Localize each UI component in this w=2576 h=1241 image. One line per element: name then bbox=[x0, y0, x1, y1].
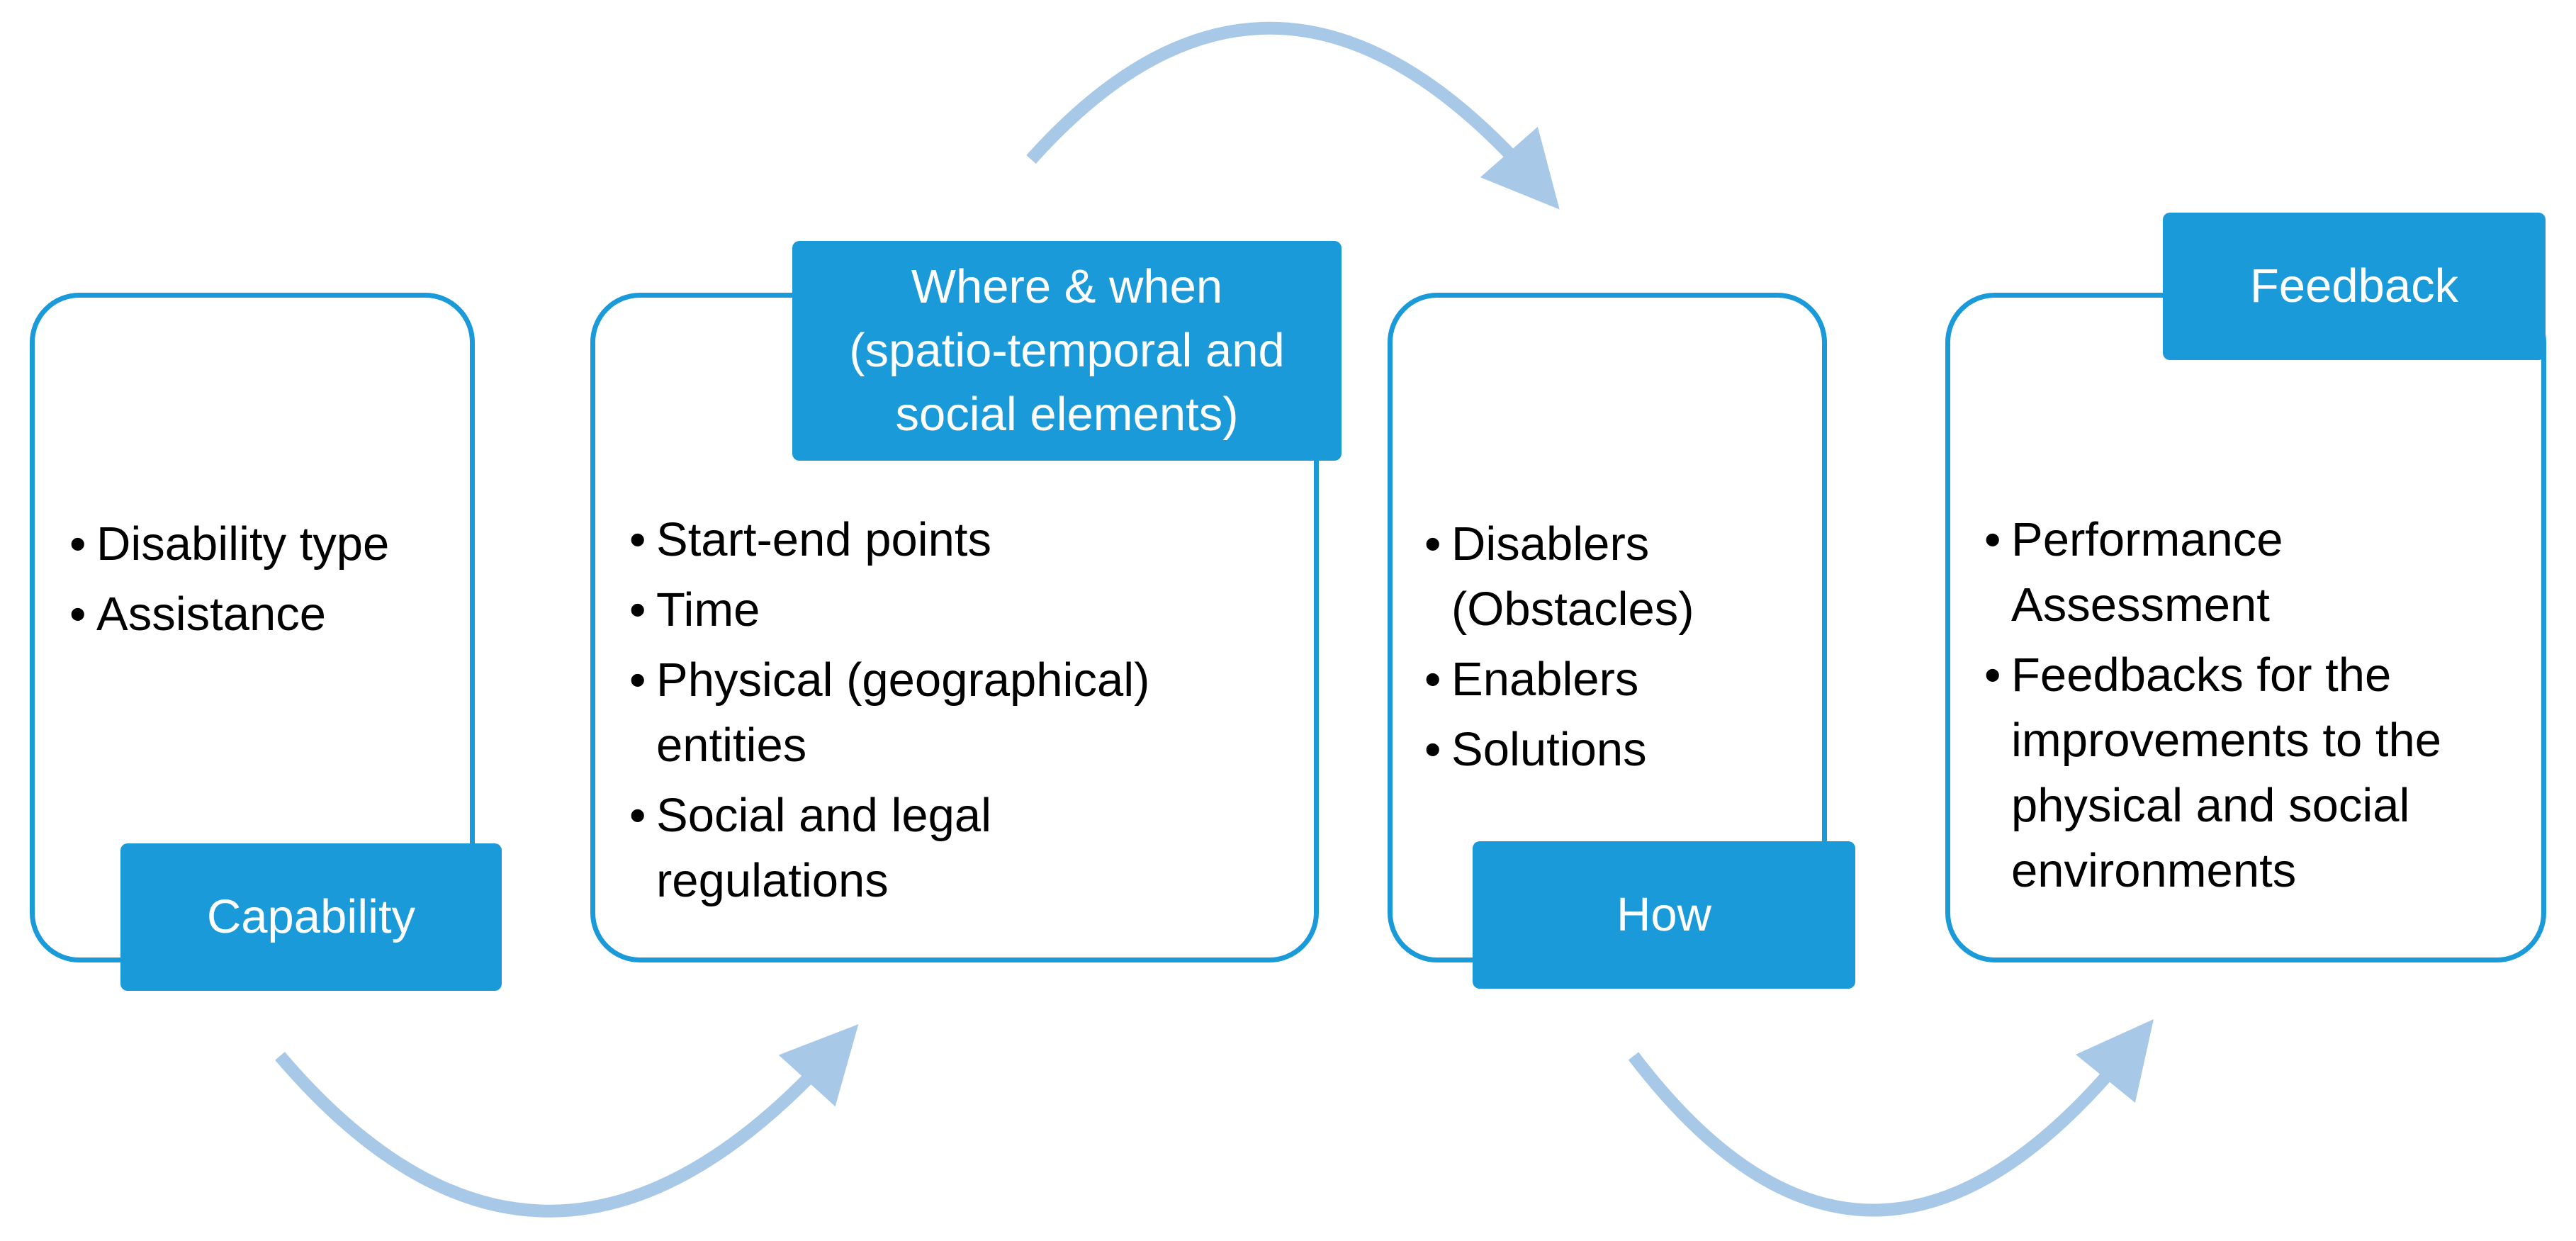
how-title: How bbox=[1616, 888, 1712, 941]
capability-tab: Capability bbox=[120, 843, 502, 991]
feedback-title: Feedback bbox=[2249, 259, 2459, 313]
bullet-icon: • bbox=[629, 583, 646, 636]
bullet-icon: • bbox=[1424, 653, 1441, 706]
curved-arrow-icon-capability-to-where bbox=[275, 1024, 859, 1218]
capability-title: Capability bbox=[206, 890, 416, 943]
item-text: Start-end points bbox=[656, 513, 991, 566]
bullet-icon: • bbox=[69, 517, 86, 571]
feedback-box bbox=[1945, 293, 2546, 962]
bullet-icon: • bbox=[1984, 648, 2001, 702]
list-item: • Disablers (Obstacles) bbox=[1424, 512, 1821, 642]
list-item: • Assistance bbox=[69, 582, 466, 647]
curved-arrow-icon-how-to-feedback bbox=[1628, 1019, 2154, 1217]
item-text: Enablers bbox=[1451, 653, 1639, 706]
title-line: (spatio-temporal and bbox=[849, 324, 1285, 377]
list-item: • Physical (geographical) entities bbox=[629, 648, 1310, 778]
item-text: Assessment bbox=[2011, 578, 2270, 631]
bullet-icon: • bbox=[1984, 513, 2001, 566]
item-text: Performance bbox=[2011, 513, 2283, 566]
bullet-icon: • bbox=[1424, 517, 1441, 571]
bullet-icon: • bbox=[629, 789, 646, 842]
item-text: Disablers bbox=[1451, 517, 1650, 571]
title-line: Where & when bbox=[911, 260, 1223, 313]
where-when-title: Where & when (spatio-temporal and social… bbox=[849, 255, 1284, 447]
feedback-items: • Performance Assessment • Feedbacks for… bbox=[1984, 507, 2544, 914]
item-text: Disability type bbox=[96, 517, 390, 571]
list-item: • Solutions bbox=[1424, 717, 1821, 782]
item-text: Social and legal bbox=[656, 789, 992, 842]
where-when-tab: Where & when (spatio-temporal and social… bbox=[792, 241, 1342, 461]
list-item: • Time bbox=[629, 578, 1310, 643]
bullet-icon: • bbox=[629, 653, 646, 707]
list-item: • Feedbacks for the improvements to the … bbox=[1984, 643, 2544, 904]
list-item: • Start-end points bbox=[629, 507, 1310, 573]
curved-arrow-icon-where-to-how bbox=[1026, 21, 1560, 210]
item-text: (Obstacles) bbox=[1451, 583, 1694, 636]
item-text: Solutions bbox=[1451, 723, 1647, 776]
item-text: Physical (geographical) bbox=[656, 653, 1150, 707]
list-item: • Social and legal regulations bbox=[629, 783, 1310, 914]
bullet-icon: • bbox=[1424, 723, 1441, 776]
title-line: social elements) bbox=[895, 388, 1239, 441]
bullet-icon: • bbox=[629, 513, 646, 566]
item-text: Time bbox=[656, 583, 760, 636]
item-text: Assistance bbox=[96, 588, 326, 641]
item-text: regulations bbox=[656, 854, 889, 907]
feedback-tab: Feedback bbox=[2163, 213, 2546, 360]
item-text: environments bbox=[2011, 844, 2297, 897]
capability-items: • Disability type • Assistance bbox=[69, 512, 466, 658]
how-tab: How bbox=[1473, 841, 1855, 989]
item-text: Feedbacks for the bbox=[2011, 648, 2392, 702]
item-text: entities bbox=[656, 719, 807, 772]
where-when-items: • Start-end points • Time • Physical (ge… bbox=[629, 507, 1310, 924]
list-item: • Performance Assessment bbox=[1984, 507, 2544, 638]
item-text: physical and social bbox=[2011, 779, 2410, 832]
list-item: • Disability type bbox=[69, 512, 466, 577]
bullet-icon: • bbox=[69, 588, 86, 641]
item-text: improvements to the bbox=[2011, 714, 2441, 767]
list-item: • Enablers bbox=[1424, 647, 1821, 712]
how-items: • Disablers (Obstacles) • Enablers • Sol… bbox=[1424, 512, 1821, 793]
